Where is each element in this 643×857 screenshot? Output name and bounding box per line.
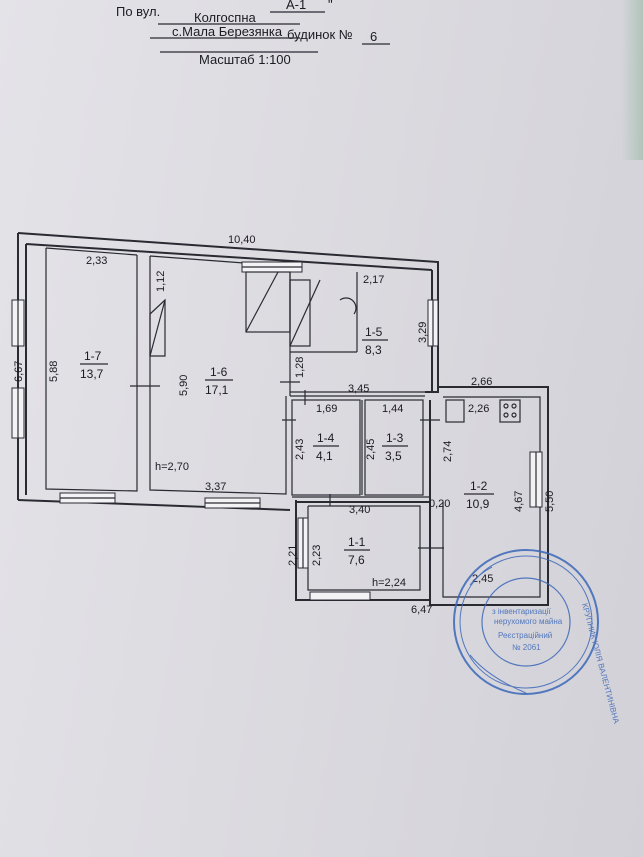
dim-r12-right: 4,67 — [513, 491, 525, 512]
dim-r17-width: 2,33 — [86, 255, 107, 267]
room-1-1-area: 7,6 — [348, 553, 365, 567]
room-1-7-area: 13,7 — [80, 367, 104, 381]
stamp-line3: Реєстраційний — [498, 631, 552, 640]
room-1-6-area: 17,1 — [205, 383, 229, 397]
dim-overall-width: 10,40 — [228, 234, 256, 246]
windows — [11, 261, 543, 601]
room-1-2-area: 10,9 — [466, 497, 490, 511]
window-porch-south — [309, 591, 371, 601]
dim-r11-h2: 2,23 — [311, 545, 323, 566]
dim-r15-height: 3,29 — [417, 322, 429, 343]
stamp-ring: КРУПНИК ЮЛІЯ ВАЛЕНТИНІВНА — [580, 602, 621, 725]
room-1-3-area: 3,5 — [385, 449, 402, 463]
stove-1-6 — [149, 298, 166, 357]
svg-text:": " — [328, 0, 333, 12]
header: А-1 " По вул. Колгоспна будинок № 6 с.Ма… — [116, 0, 390, 67]
dim-r12-gap: 0,20 — [429, 498, 450, 510]
height-main: h=2,70 — [155, 461, 189, 473]
official-stamp: з інвентаризації нерухомого майна Реєстр… — [453, 549, 621, 725]
house-number: 6 — [370, 29, 377, 44]
dim-r14-width: 1,69 — [316, 403, 337, 415]
room-1-1-id: 1-1 — [348, 535, 366, 549]
stamp-line1: з інвентаризації — [492, 607, 552, 616]
room-1-3-id: 1-3 — [386, 431, 404, 445]
cabinet — [289, 279, 311, 347]
street-prefix: По вул. — [116, 4, 160, 19]
dim-r11-width: 3,40 — [349, 504, 370, 516]
village-name: с.Мала Березянка — [172, 24, 283, 39]
dim-r11-bottom: 6,47 — [411, 604, 432, 616]
dim-r11-h1: 2,21 — [287, 545, 299, 566]
room-1-7-id: 1-7 — [84, 349, 102, 363]
dim-r16-bottom: 3,37 — [205, 481, 226, 493]
dim-overall-height: 6,67 — [13, 361, 25, 382]
dimension-labels: 10,40 6,67 2,33 5,88 5,90 1,12 3,37 1,28… — [13, 234, 556, 616]
dim-r12-bottom: 2,45 — [472, 573, 493, 585]
room-1-2-id: 1-2 — [470, 479, 488, 493]
fixtures — [149, 271, 521, 423]
room-labels: 1-7 13,7 1-6 17,1 1-5 8,3 1-4 4,1 1-3 3,… — [80, 325, 494, 567]
height-porch: h=2,24 — [372, 577, 406, 589]
street-name: Колгоспна — [194, 10, 257, 25]
door-swing — [339, 297, 357, 315]
scale-label: Масштаб 1:100 — [199, 52, 291, 67]
dim-r13-height: 2,45 — [365, 439, 377, 460]
dim-r16-right: 1,28 — [294, 357, 306, 378]
room-1-4-area: 4,1 — [316, 449, 333, 463]
walls — [17, 232, 549, 606]
dim-r17-height: 5,88 — [48, 361, 60, 382]
door-marks — [130, 381, 444, 549]
litera-text: А-1 — [286, 0, 306, 12]
dim-r14-height: 2,43 — [294, 439, 306, 460]
dim-r16-top: 1,12 — [155, 271, 167, 292]
page-edge-shadow — [621, 0, 643, 160]
dim-r13-width: 1,44 — [382, 403, 403, 415]
boiler-icon — [445, 399, 465, 423]
gas-stove-icon — [499, 399, 521, 423]
dim-r12-left: 2,74 — [442, 441, 454, 462]
room-1-5-id: 1-5 — [365, 325, 383, 339]
dim-r12-top: 2,66 — [471, 376, 492, 388]
room-1-4-id: 1-4 — [317, 431, 335, 445]
house-label: будинок № — [287, 27, 353, 42]
room-1-6-id: 1-6 — [210, 365, 228, 379]
dim-r16-height: 5,90 — [178, 375, 190, 396]
stove-block — [245, 271, 291, 333]
stamp-line4: № 2061 — [512, 643, 541, 652]
dim-r12-outer: 5,50 — [544, 491, 556, 512]
dim-corridor: 3,45 — [348, 383, 369, 395]
dim-r12-inner-top: 2,26 — [468, 403, 489, 415]
dim-r15-width: 2,17 — [363, 274, 384, 286]
stamp-line2: нерухомого майна — [494, 617, 563, 626]
room-1-5-area: 8,3 — [365, 343, 382, 357]
